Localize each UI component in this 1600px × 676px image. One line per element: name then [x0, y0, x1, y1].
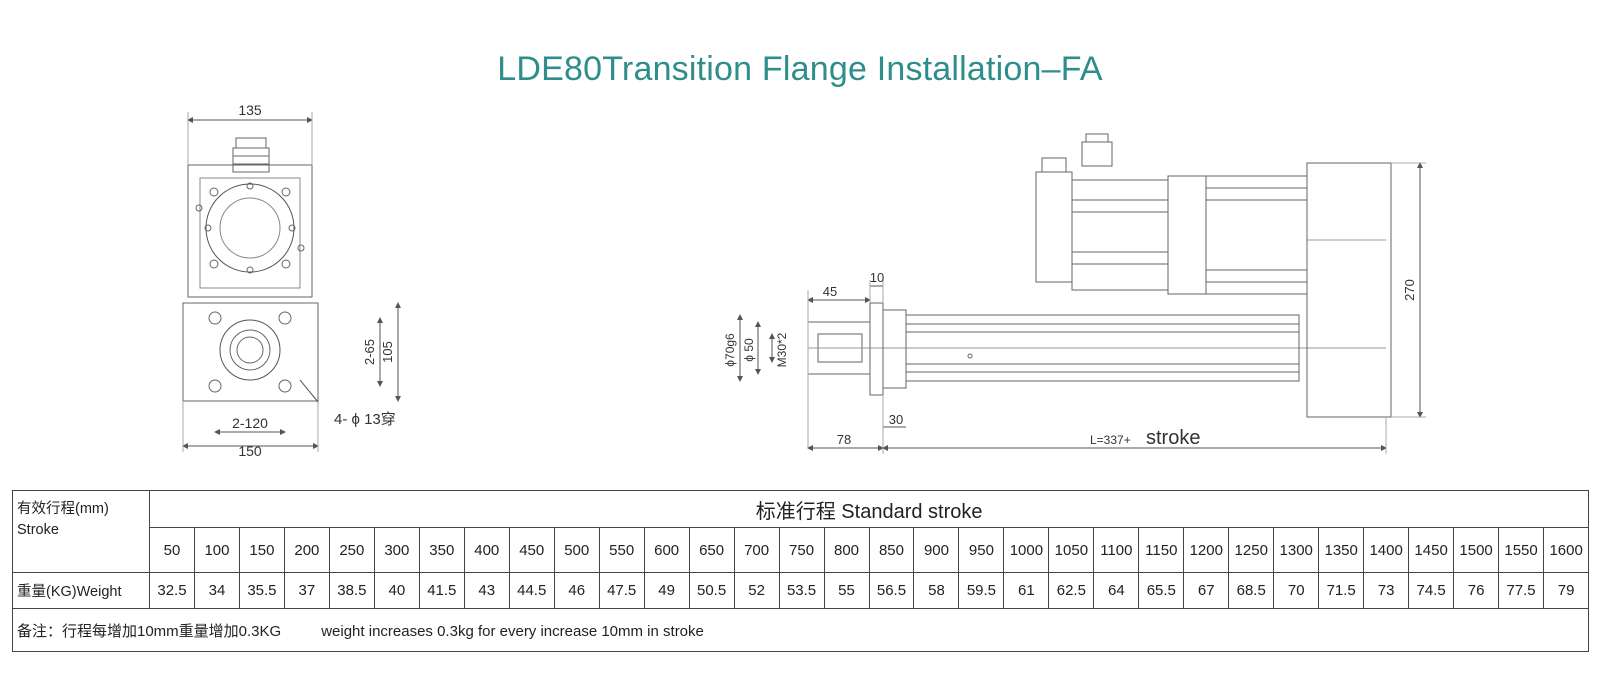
stroke-cell: 850: [868, 527, 915, 573]
standard-stroke-header: 标准行程 Standard stroke: [148, 490, 1590, 528]
stroke-cell: 950: [958, 527, 1005, 573]
dim-270: 270: [1402, 279, 1417, 301]
dim-150: 150: [238, 443, 262, 459]
stroke-cell: 1000: [1003, 527, 1050, 573]
stroke-cell: 1450: [1408, 527, 1455, 573]
weight-cell: 38.5: [328, 572, 375, 609]
stroke-cell: 400: [463, 527, 510, 573]
stroke-cell: 450: [508, 527, 555, 573]
stroke-cell: 150: [238, 527, 285, 573]
side-view: [737, 133, 1426, 454]
weight-cell: 46: [553, 572, 600, 609]
stroke-cell: 1400: [1363, 527, 1410, 573]
dim-135: 135: [238, 102, 262, 118]
dim-2-120: 2-120: [232, 415, 268, 431]
weight-cell: 44.5: [508, 572, 555, 609]
stroke-cell: 650: [688, 527, 735, 573]
dim-78: 78: [837, 432, 851, 447]
stroke-header: 有效行程(mm) Stroke: [12, 490, 150, 573]
stroke-header-en: Stroke: [17, 522, 59, 538]
weight-cell: 73: [1363, 572, 1410, 609]
weight-cell: 74.5: [1408, 572, 1455, 609]
weight-cell: 37: [283, 572, 330, 609]
dim-2-65: 2-65: [362, 339, 377, 365]
stroke-cell: 1050: [1048, 527, 1095, 573]
end-view: [182, 112, 401, 452]
dim-30: 30: [889, 412, 903, 427]
dim-thread: M30*2: [775, 332, 789, 367]
weight-cell: 70: [1273, 572, 1320, 609]
stroke-cell: 1500: [1453, 527, 1500, 573]
weight-cell: 77.5: [1498, 572, 1545, 609]
stroke-cell: 600: [643, 527, 690, 573]
dim-length-prefix: L=337+: [1090, 433, 1131, 447]
stroke-cell: 100: [193, 527, 240, 573]
weight-cell: 79: [1543, 572, 1590, 609]
stroke-cell: 350: [418, 527, 465, 573]
weight-cell: 58: [913, 572, 960, 609]
weight-label: 重量(KG)Weight: [12, 572, 150, 609]
dim-pilot: ϕ70g6: [723, 333, 737, 367]
stroke-cell: 1550: [1498, 527, 1545, 573]
stroke-header-cn: 有效行程(mm): [17, 501, 109, 517]
stroke-cell: 50: [149, 527, 195, 573]
weight-cell: 43: [463, 572, 510, 609]
weight-cell: 68.5: [1228, 572, 1275, 609]
stroke-cell: 1300: [1273, 527, 1320, 573]
weight-cell: 52: [733, 572, 780, 609]
weight-cell: 32.5: [149, 572, 195, 609]
weight-cell: 47.5: [598, 572, 645, 609]
dim-length-suffix: stroke: [1146, 427, 1200, 449]
note-cn: 备注：行程每增加10mm重量增加0.3KG: [17, 622, 282, 640]
stroke-cell: 1350: [1318, 527, 1365, 573]
technical-drawing: 135 2-120 150 2-65 105 4- ϕ 13穿: [182, 102, 1426, 459]
stroke-cell: 300: [373, 527, 420, 573]
holes-label: 4- ϕ 13穿: [334, 411, 396, 428]
stroke-cell: 1200: [1183, 527, 1230, 573]
weight-cell: 56.5: [868, 572, 915, 609]
stroke-cell: 700: [733, 527, 780, 573]
weight-cell: 62.5: [1048, 572, 1095, 609]
note-row: 备注：行程每增加10mm重量增加0.3KG weight increases 0.…: [11, 608, 1590, 652]
note-en: weight increases 0.3kg for every increas…: [321, 622, 704, 640]
dim-105: 105: [380, 341, 395, 363]
weight-cell: 55: [823, 572, 870, 609]
stroke-cell: 250: [328, 527, 375, 573]
stroke-cell: 900: [913, 527, 960, 573]
weight-cell: 49: [643, 572, 690, 609]
weight-cell: 67: [1183, 572, 1230, 609]
weight-cell: 61: [1003, 572, 1050, 609]
weight-cell: 53.5: [778, 572, 825, 609]
weight-cell: 76: [1453, 572, 1500, 609]
weight-cell: 34: [193, 572, 240, 609]
stroke-cell: 200: [283, 527, 330, 573]
weight-cell: 35.5: [238, 572, 285, 609]
stroke-cell: 550: [598, 527, 645, 573]
page-title: LDE80Transition Flange Installation–FA: [497, 50, 1103, 88]
weight-cell: 50.5: [688, 572, 735, 609]
stroke-cell: 500: [553, 527, 600, 573]
weight-cell: 41.5: [418, 572, 465, 609]
weight-cell: 59.5: [958, 572, 1005, 609]
weight-cell: 65.5: [1138, 572, 1185, 609]
stroke-cell: 800: [823, 527, 870, 573]
dim-45: 45: [823, 284, 837, 299]
stroke-cell: 750: [778, 527, 825, 573]
weight-cell: 40: [373, 572, 420, 609]
dim-10: 10: [870, 270, 884, 285]
dim-rod: ϕ 50: [742, 338, 756, 362]
stroke-cell: 1600: [1543, 527, 1590, 573]
weight-cell: 71.5: [1318, 572, 1365, 609]
stroke-cell: 1100: [1093, 527, 1140, 573]
stroke-cell: 1250: [1228, 527, 1275, 573]
stroke-cell: 1150: [1138, 527, 1185, 573]
weight-cell: 64: [1093, 572, 1140, 609]
